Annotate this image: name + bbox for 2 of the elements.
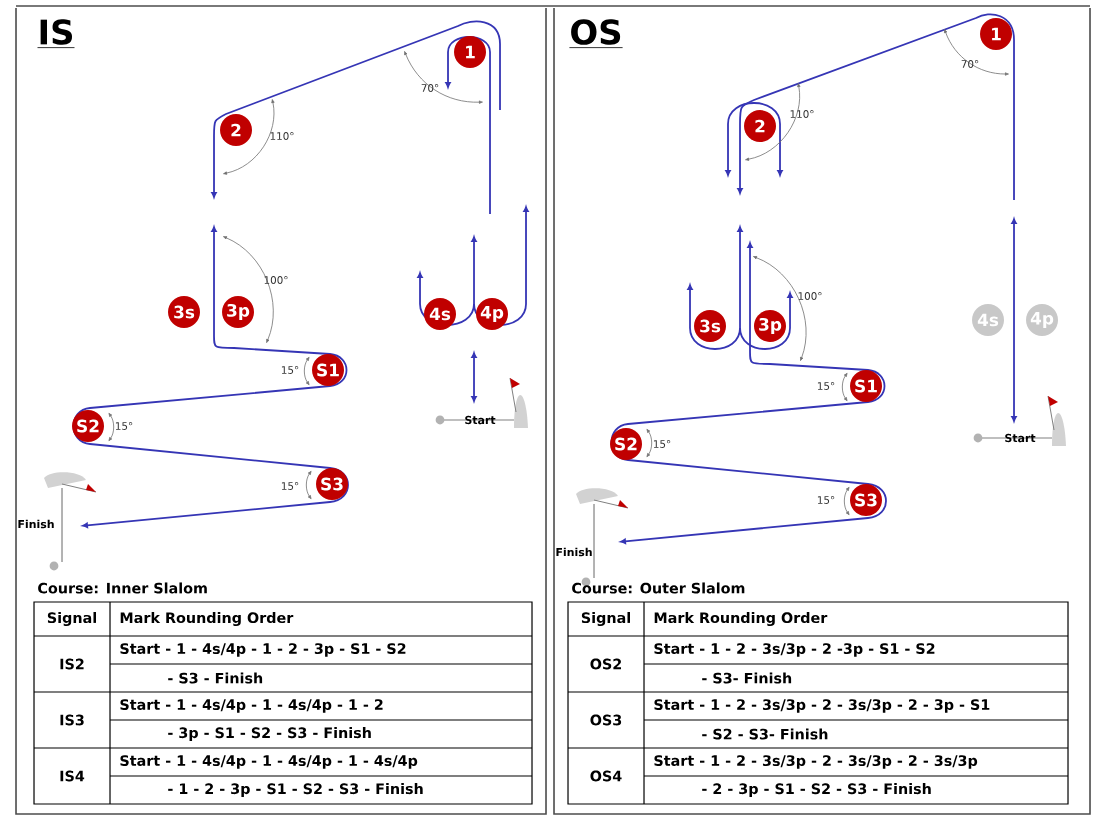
panel-heading: IS — [37, 19, 75, 48]
panel-heading: OS — [569, 19, 623, 48]
